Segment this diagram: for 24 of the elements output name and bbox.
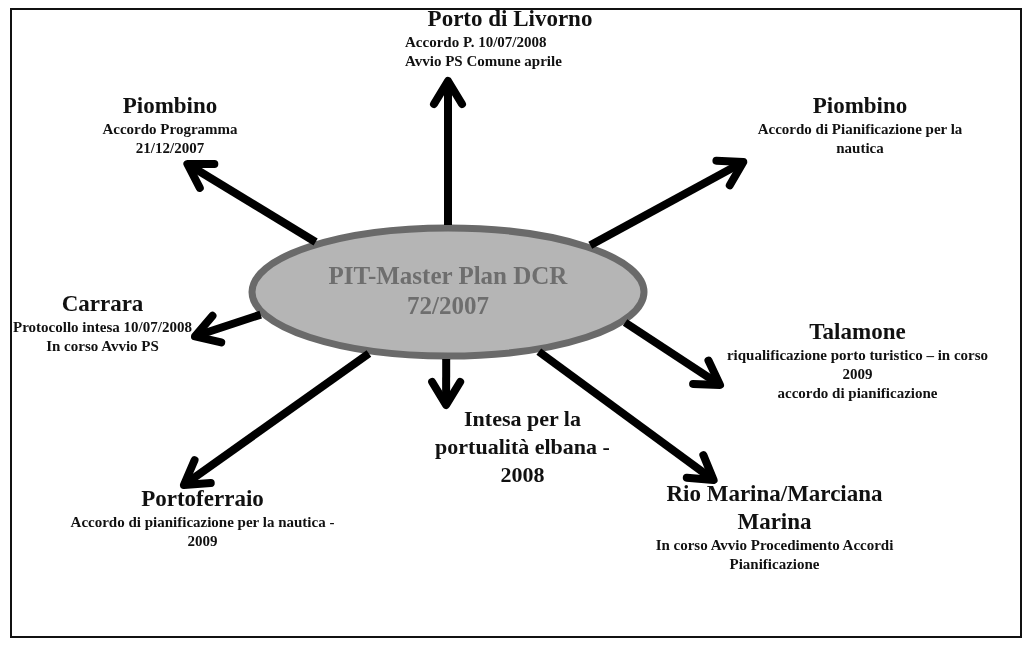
arrow [179, 350, 372, 489]
node-description: In corso Avvio Procedimento Accordi Pianificazione [654, 536, 895, 574]
node-description: Protocollo intesa 10/07/2008 [12, 318, 193, 337]
node-description: Accordo di pianificazione per la nautica - 2009 [69, 513, 336, 551]
node-description: accordo di pianificazione [776, 384, 939, 403]
node-title: Porto di Livorno [426, 5, 594, 33]
node-description: Accordo P. 10/07/2008 [404, 33, 548, 52]
arrow [183, 160, 318, 246]
arrow [588, 156, 748, 249]
arrow [622, 319, 724, 389]
node-title: Intesa per la portualità elbana - 2008 [434, 405, 611, 489]
arrow [191, 310, 262, 347]
node-title: Piombino [811, 92, 909, 120]
node-title: Talamone [808, 318, 907, 346]
node-description: Avvio PS Comune aprile [404, 52, 563, 71]
node-description: In corso Avvio PS [45, 337, 160, 356]
node-title: PIT-Master Plan DCR 72/2007 [327, 261, 569, 321]
node-description: Accordo di Pianificazione per la nautica [756, 120, 964, 158]
node-description: Accordo Programma 21/12/2007 [101, 120, 239, 158]
node-title: Carrara [60, 290, 145, 318]
ellipse-node [248, 224, 648, 360]
node-title: Portoferraio [140, 485, 265, 513]
node-title: Piombino [121, 92, 219, 120]
node-title: Rio Marina/Marciana Marina [665, 480, 884, 536]
